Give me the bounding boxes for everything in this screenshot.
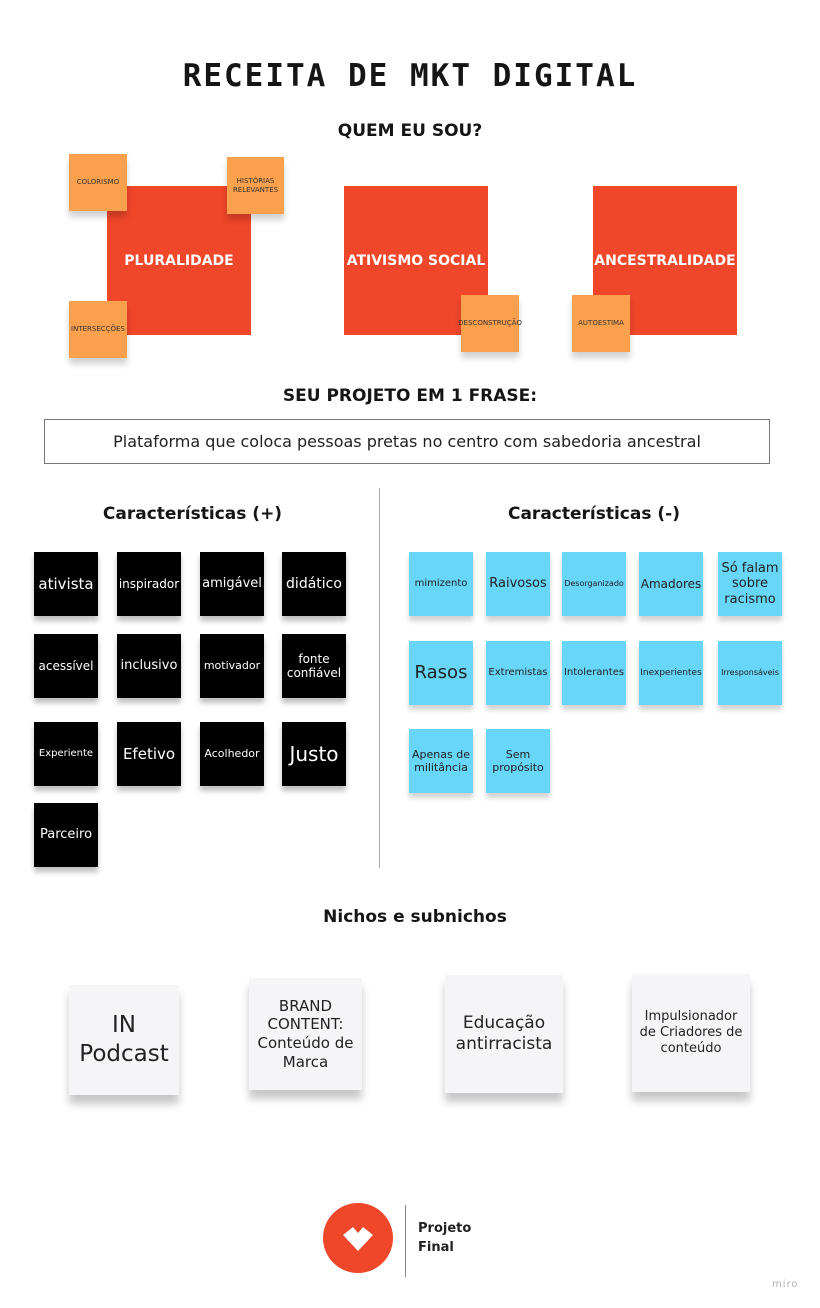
- niches-heading: Nichos e subnichos: [323, 907, 507, 927]
- negative-heading: Características (-): [507, 504, 680, 524]
- negative-note[interactable]: Rasos: [409, 641, 473, 705]
- negative-note[interactable]: mimizento: [409, 552, 473, 616]
- brand-logo: [323, 1203, 393, 1273]
- footer-label: Projeto Final: [418, 1219, 471, 1257]
- positive-heading: Características (+): [102, 504, 283, 524]
- negative-note[interactable]: Só falam sobre racismo: [718, 552, 782, 616]
- positive-note[interactable]: amigável: [200, 552, 264, 616]
- project-phrase-box[interactable]: Plataforma que coloca pessoas pretas no …: [44, 419, 770, 464]
- positive-note[interactable]: Efetivo: [117, 722, 181, 786]
- positive-note[interactable]: ativista: [34, 552, 98, 616]
- sticky-historias-relevantes[interactable]: HISTÓRIAS RELEVANTES: [227, 157, 284, 214]
- footer-label-line1: Projeto: [418, 1221, 472, 1236]
- sticky-desconstrucao[interactable]: DESCONSTRUÇÃO: [458, 295, 522, 352]
- positive-note[interactable]: fonte confiável: [282, 634, 346, 698]
- negative-note[interactable]: Apenas de militância: [409, 729, 473, 793]
- who-heading: QUEM EU SOU?: [337, 121, 483, 141]
- positive-note[interactable]: Experiente: [34, 722, 98, 786]
- footer-label-line2: Final: [418, 1240, 454, 1255]
- pillar-ativismo-social[interactable]: ATIVISMO SOCIAL: [344, 186, 488, 335]
- negative-note[interactable]: Extremistas: [486, 641, 550, 705]
- negative-note[interactable]: Raivosos: [486, 552, 550, 616]
- footer-divider: [405, 1205, 406, 1277]
- column-divider: [379, 488, 380, 868]
- niche-note-podcast[interactable]: IN Podcast: [69, 985, 179, 1095]
- positive-note[interactable]: motivador: [200, 634, 264, 698]
- positive-note[interactable]: Parceiro: [34, 803, 98, 867]
- positive-note[interactable]: didático: [282, 552, 346, 616]
- positive-note[interactable]: inclusivo: [117, 634, 181, 698]
- negative-note[interactable]: Intolerantes: [562, 641, 626, 705]
- positive-note[interactable]: acessível: [34, 634, 98, 698]
- negative-note[interactable]: Sem propósito: [486, 729, 550, 793]
- niche-note-impulsionador[interactable]: Impulsionador de Criadores de conteúdo: [632, 974, 750, 1092]
- positive-note[interactable]: inspirador: [117, 552, 181, 616]
- project-heading: SEU PROJETO EM 1 FRASE:: [282, 386, 538, 406]
- positive-note[interactable]: Acolhedor: [200, 722, 264, 786]
- negative-note[interactable]: Inexperientes: [639, 641, 703, 705]
- positive-note[interactable]: Justo: [282, 722, 346, 786]
- negative-note[interactable]: Amadores: [639, 552, 703, 616]
- sticky-autoestima[interactable]: AUTOESTIMA: [572, 295, 630, 352]
- negative-note[interactable]: Irresponsáveis: [718, 641, 782, 705]
- negative-note[interactable]: Desorganizado: [562, 552, 626, 616]
- miro-watermark: miro: [772, 1279, 799, 1290]
- sticky-colorismo[interactable]: COLORISMO: [69, 154, 127, 211]
- niche-note-educacao-antirracista[interactable]: Educação antirracista: [445, 975, 563, 1093]
- niche-note-brand-content[interactable]: BRAND CONTENT: Conteúdo de Marca: [249, 978, 362, 1090]
- sticky-interseccoes[interactable]: INTERSECÇÕES: [69, 301, 127, 358]
- board-title: RECEITA DE MKT DIGITAL: [182, 58, 638, 94]
